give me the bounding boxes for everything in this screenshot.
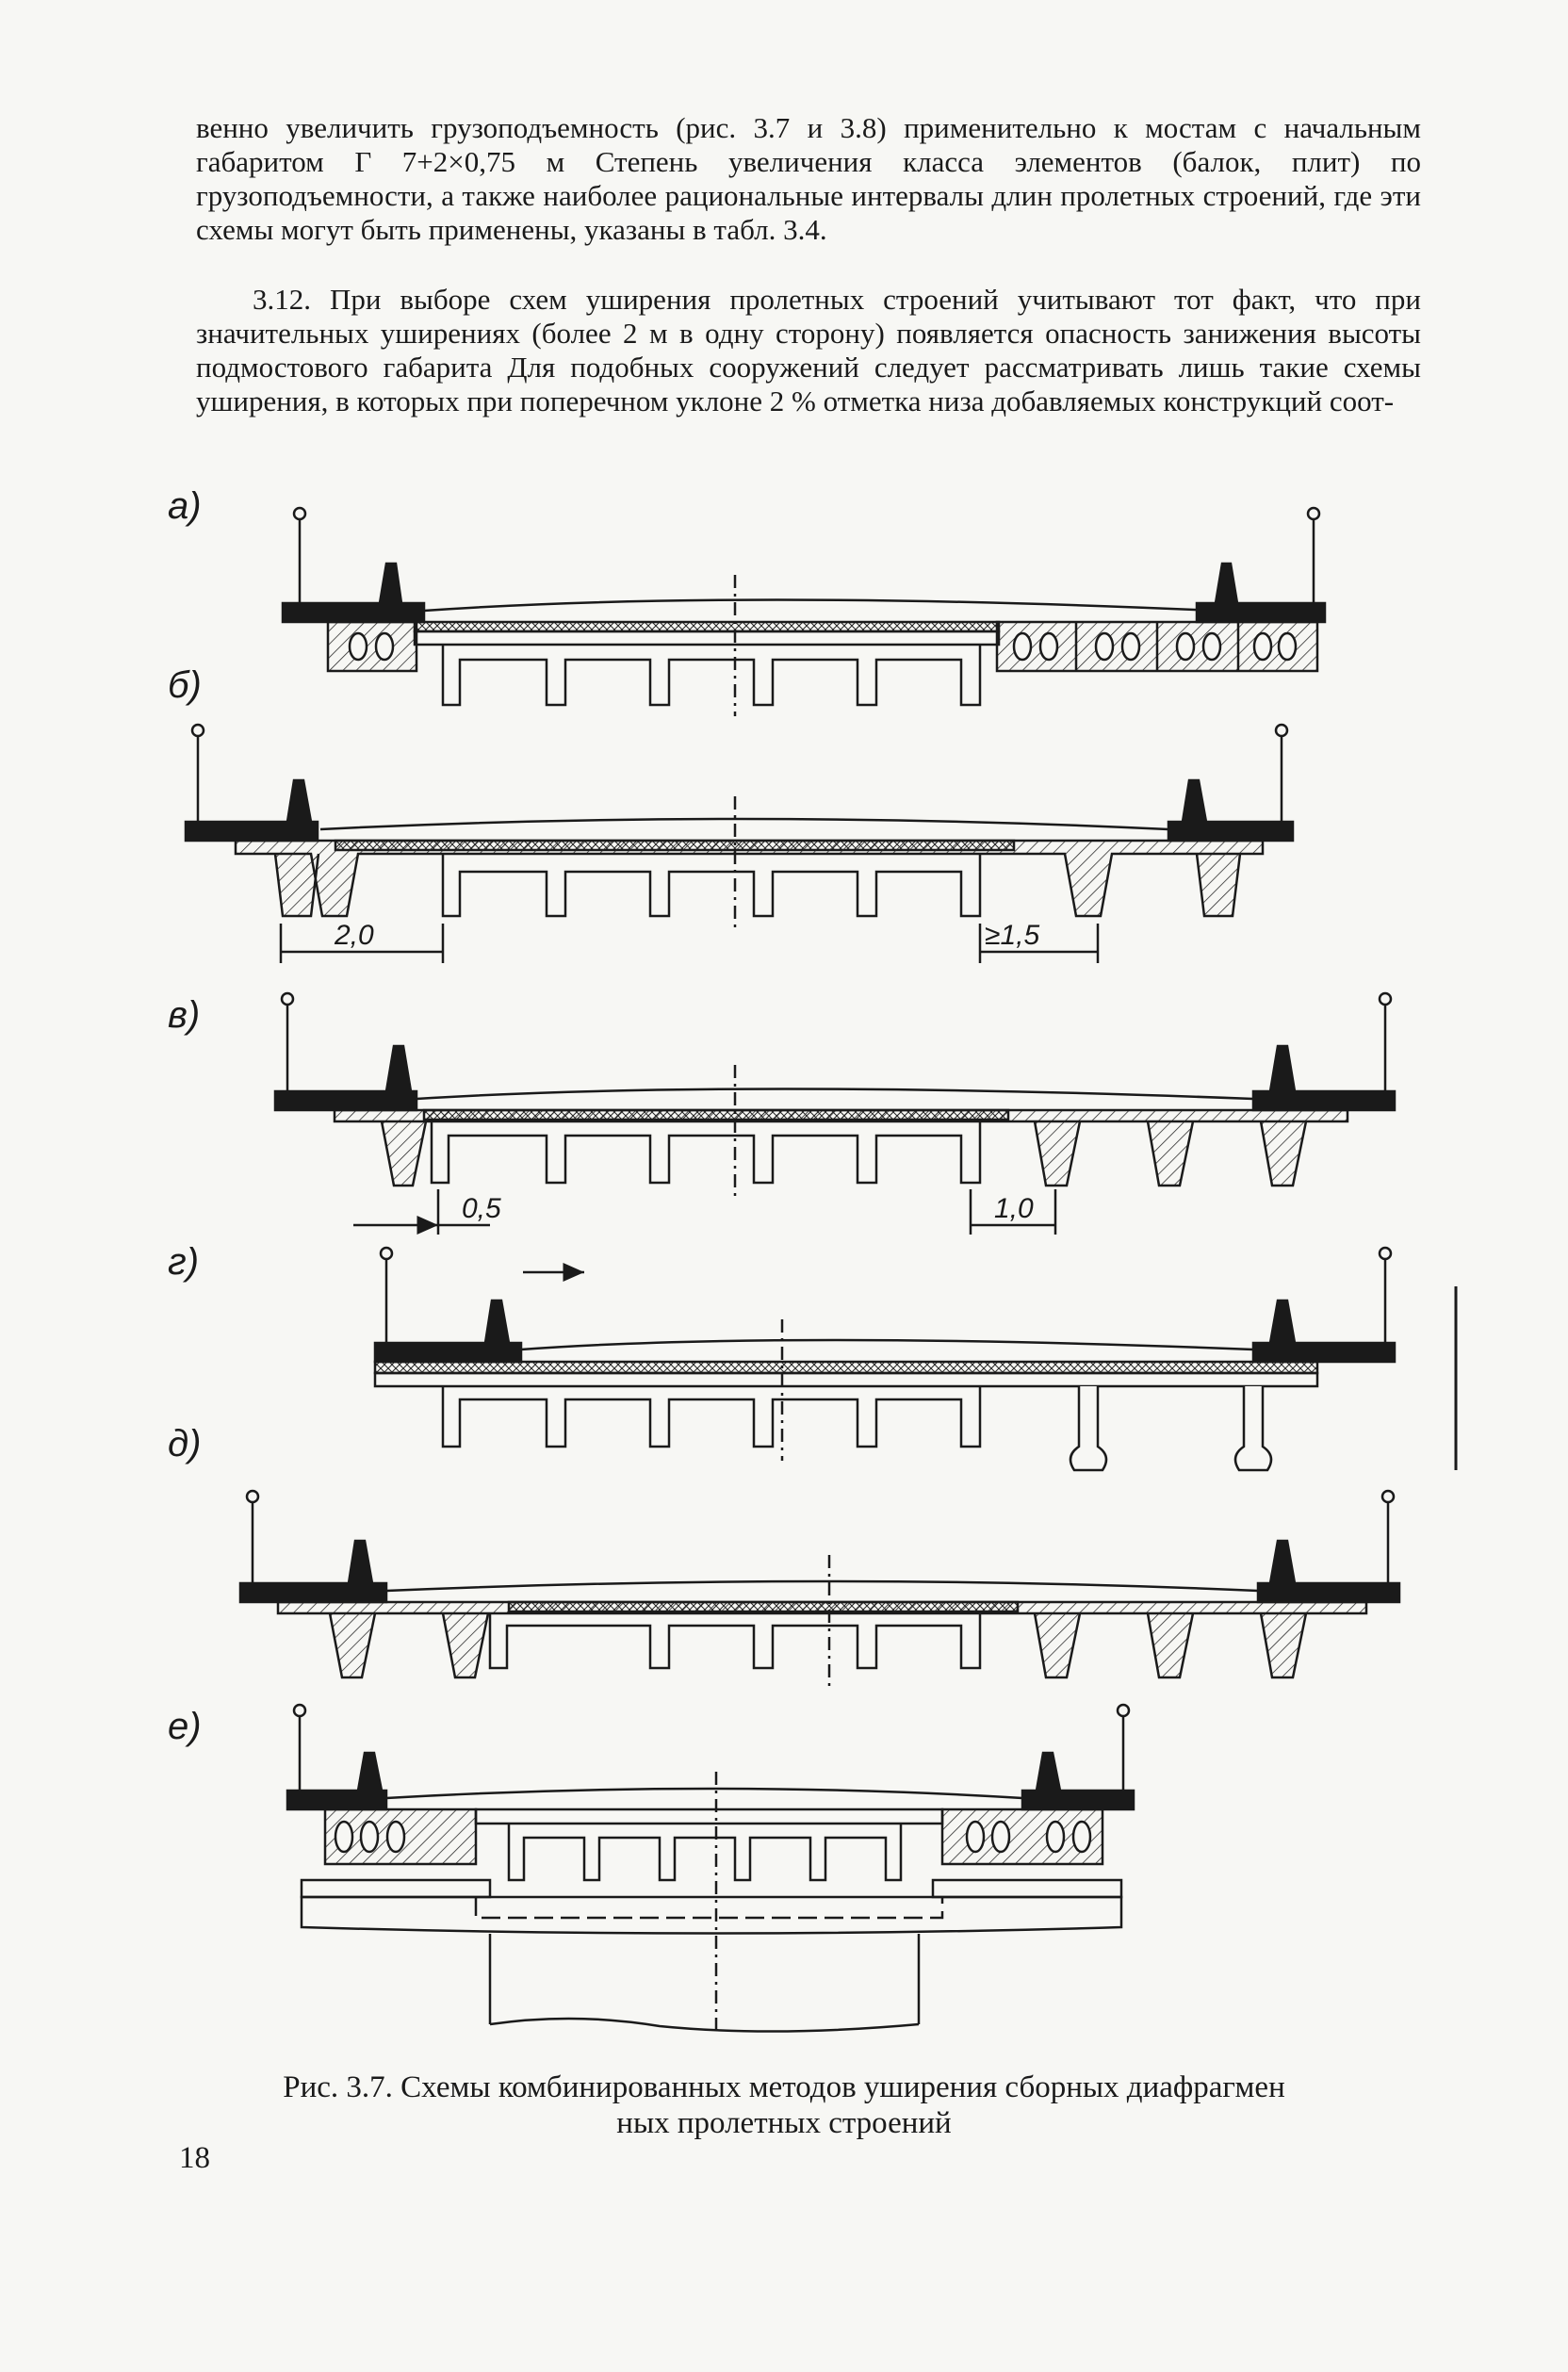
dimension-label: 0,5	[462, 1193, 501, 1224]
dimension-label: 2,0	[334, 920, 374, 951]
dimension-label: ≥1,5	[985, 920, 1039, 951]
page-number: 18	[179, 2141, 210, 2175]
scheme-label-d: д)	[168, 1423, 202, 1464]
caption-line-2: ных пролетных строений	[616, 2106, 952, 2140]
scheme-label-g: г)	[168, 1241, 200, 1283]
caption-line-1: Рис. 3.7. Схемы комбинированных методов …	[283, 2070, 1285, 2104]
figure-caption: Рис. 3.7. Схемы комбинированных методов …	[141, 2069, 1427, 2141]
scheme-d	[238, 1489, 1401, 1687]
scheme-g	[373, 1246, 1458, 1472]
scheme-label-a: а)	[168, 485, 202, 527]
paragraph-2: 3.12. При выборе схем уширения пролетных…	[196, 283, 1421, 417]
scheme-label-v: в)	[168, 994, 201, 1036]
scheme-label-b: б)	[168, 664, 202, 706]
dimension-label: 1,0	[994, 1193, 1034, 1224]
paragraph-1: венно увеличить грузоподъемность (рис. 3…	[196, 111, 1421, 246]
scheme-v	[273, 991, 1396, 1235]
scheme-label-e: е)	[168, 1706, 202, 1747]
scheme-e	[286, 1703, 1135, 2036]
scheme-a	[281, 506, 1327, 716]
scheme-b	[184, 723, 1295, 963]
